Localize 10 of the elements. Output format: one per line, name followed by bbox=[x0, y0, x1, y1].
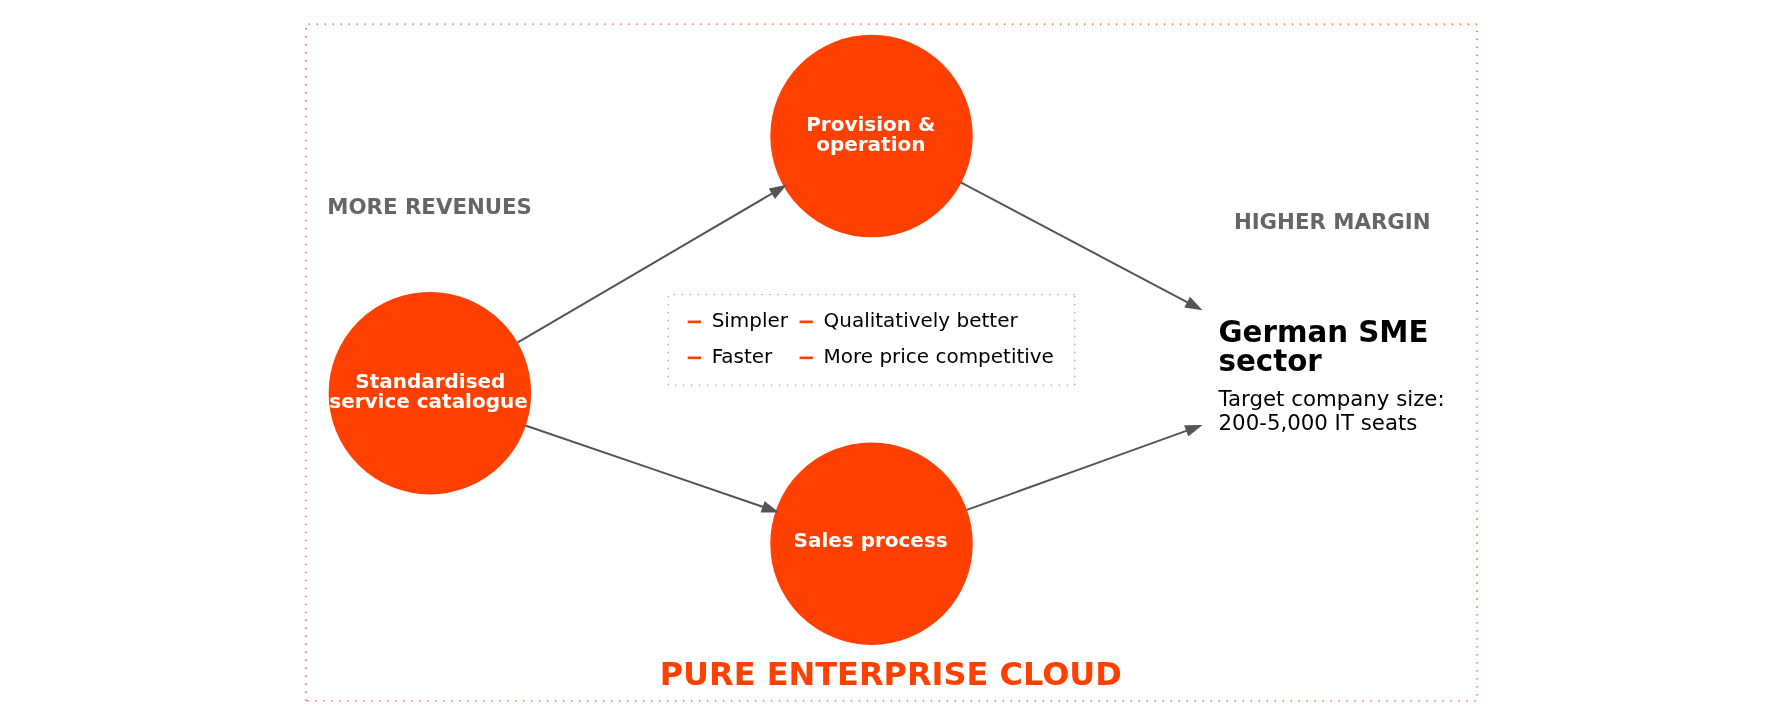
arrow bbox=[959, 181, 1203, 311]
label: MORE REVENUES bbox=[327, 194, 532, 220]
node-text: German SME sector Target company size: 200-5,000 IT seats bbox=[1218, 314, 1445, 436]
node-circle: Standardised service catalogue bbox=[328, 291, 532, 495]
node-circle: Sales process bbox=[770, 442, 973, 645]
arrow bbox=[965, 425, 1203, 511]
arrow bbox=[516, 184, 787, 344]
arrow bbox=[524, 424, 780, 513]
label: HIGHER MARGIN bbox=[1233, 209, 1431, 235]
node-box: Simpler Qualitatively better Faster More price competitive bbox=[667, 293, 1076, 386]
